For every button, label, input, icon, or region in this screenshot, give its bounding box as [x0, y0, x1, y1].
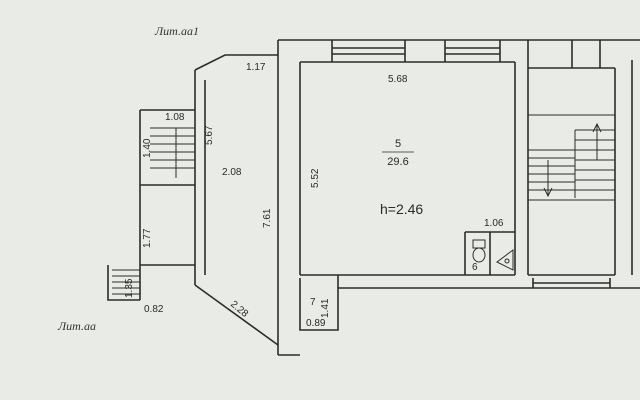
left-stair — [112, 127, 195, 295]
dim-wc-width: 1.06 — [484, 218, 504, 229]
dim-partition: 7.61 — [262, 208, 273, 228]
lit-aa-label: Лит.аа — [57, 319, 96, 333]
wc-fixtures — [472, 239, 514, 271]
dim-left-lower: 1.77 — [142, 228, 153, 248]
dim-stair-top: 1.08 — [165, 112, 185, 123]
room5-number: 5 — [395, 138, 401, 150]
dim-left-room: 2.08 — [222, 167, 242, 178]
room7-width: 0.89 — [306, 318, 326, 329]
dim-left-diagonal: 5.67 — [204, 125, 215, 145]
room7-depth: 1.41 — [320, 298, 331, 318]
right-stair — [528, 114, 615, 201]
dim-stair-side: 1.40 — [142, 138, 153, 158]
room6-number: 6 — [472, 262, 478, 273]
dim-left-bottom-side: 1.35 — [124, 278, 135, 298]
walls — [107, 39, 640, 356]
room5-height: h=2.46 — [380, 201, 423, 217]
room5-area: 29.6 — [387, 156, 408, 168]
dim-room5-width: 5.68 — [388, 74, 408, 85]
room7-number: 7 — [310, 297, 316, 308]
lit-aa1-label: Лит.аа1 — [154, 24, 199, 38]
dim-room5-depth: 5.52 — [310, 168, 321, 188]
dim-left-bottom: 0.82 — [144, 304, 164, 315]
dim-top-wall: 1.17 — [246, 62, 266, 73]
